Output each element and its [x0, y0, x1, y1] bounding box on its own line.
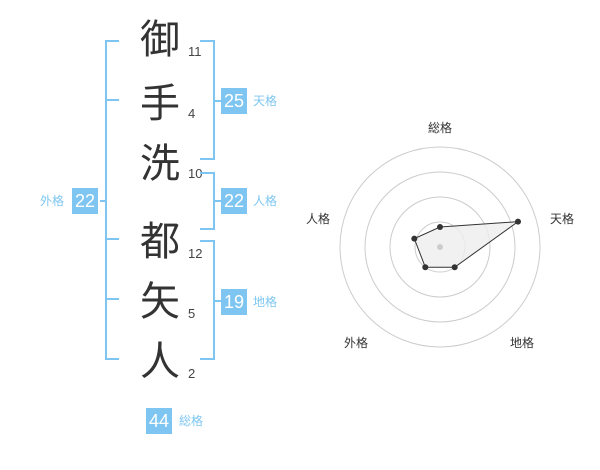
jinkaku-value: 22 — [221, 188, 247, 214]
gaikaku-label: 外格 — [40, 194, 65, 208]
name-char-5: 矢 — [140, 279, 180, 325]
name-char-2: 手 — [140, 81, 180, 127]
radar-label-tenkaku: 天格 — [550, 211, 574, 226]
radar-center-dot — [437, 244, 443, 250]
radar-label-chikaku: 地格 — [510, 335, 534, 350]
soukaku-value: 44 — [146, 408, 172, 434]
soukaku-label: 総格 — [179, 414, 204, 428]
gaikaku-value: 22 — [72, 188, 98, 214]
radar-label-soukaku: 総格 — [428, 120, 452, 135]
tenkaku-label: 天格 — [253, 94, 278, 108]
radar-ring — [339, 146, 541, 348]
chikaku-value: 19 — [221, 289, 247, 315]
fortune-radar-chart: 総格 天格 地格 外格 人格 — [306, 120, 574, 350]
name-char-6: 人 — [140, 339, 180, 385]
radar-point — [514, 218, 521, 225]
stroke-count-5: 5 — [188, 306, 196, 321]
radar-point — [422, 264, 429, 271]
radar-ring — [364, 171, 516, 323]
radar-point — [451, 264, 458, 271]
stroke-count-4: 12 — [188, 246, 203, 261]
stroke-count-1: 11 — [188, 44, 202, 59]
radar-point — [437, 224, 443, 230]
radar-value-polygon — [413, 221, 520, 268]
stroke-count-3: 10 — [188, 166, 203, 181]
radar-label-jinkaku: 人格 — [306, 211, 330, 226]
radar-rings — [339, 146, 541, 348]
chikaku-label: 地格 — [253, 295, 278, 309]
radar-ring — [389, 196, 491, 298]
jinkaku-label: 人格 — [253, 194, 278, 208]
radar-point — [411, 235, 418, 242]
radar-label-gaikaku: 外格 — [344, 335, 368, 350]
radar-points — [411, 218, 521, 271]
stroke-count-6: 2 — [188, 366, 196, 381]
name-char-3: 洗 — [140, 141, 180, 187]
tenkaku-value: 25 — [221, 88, 247, 114]
name-char-1: 御 — [140, 17, 180, 63]
stroke-count-2: 4 — [188, 106, 196, 121]
name-char-4: 都 — [140, 219, 180, 265]
